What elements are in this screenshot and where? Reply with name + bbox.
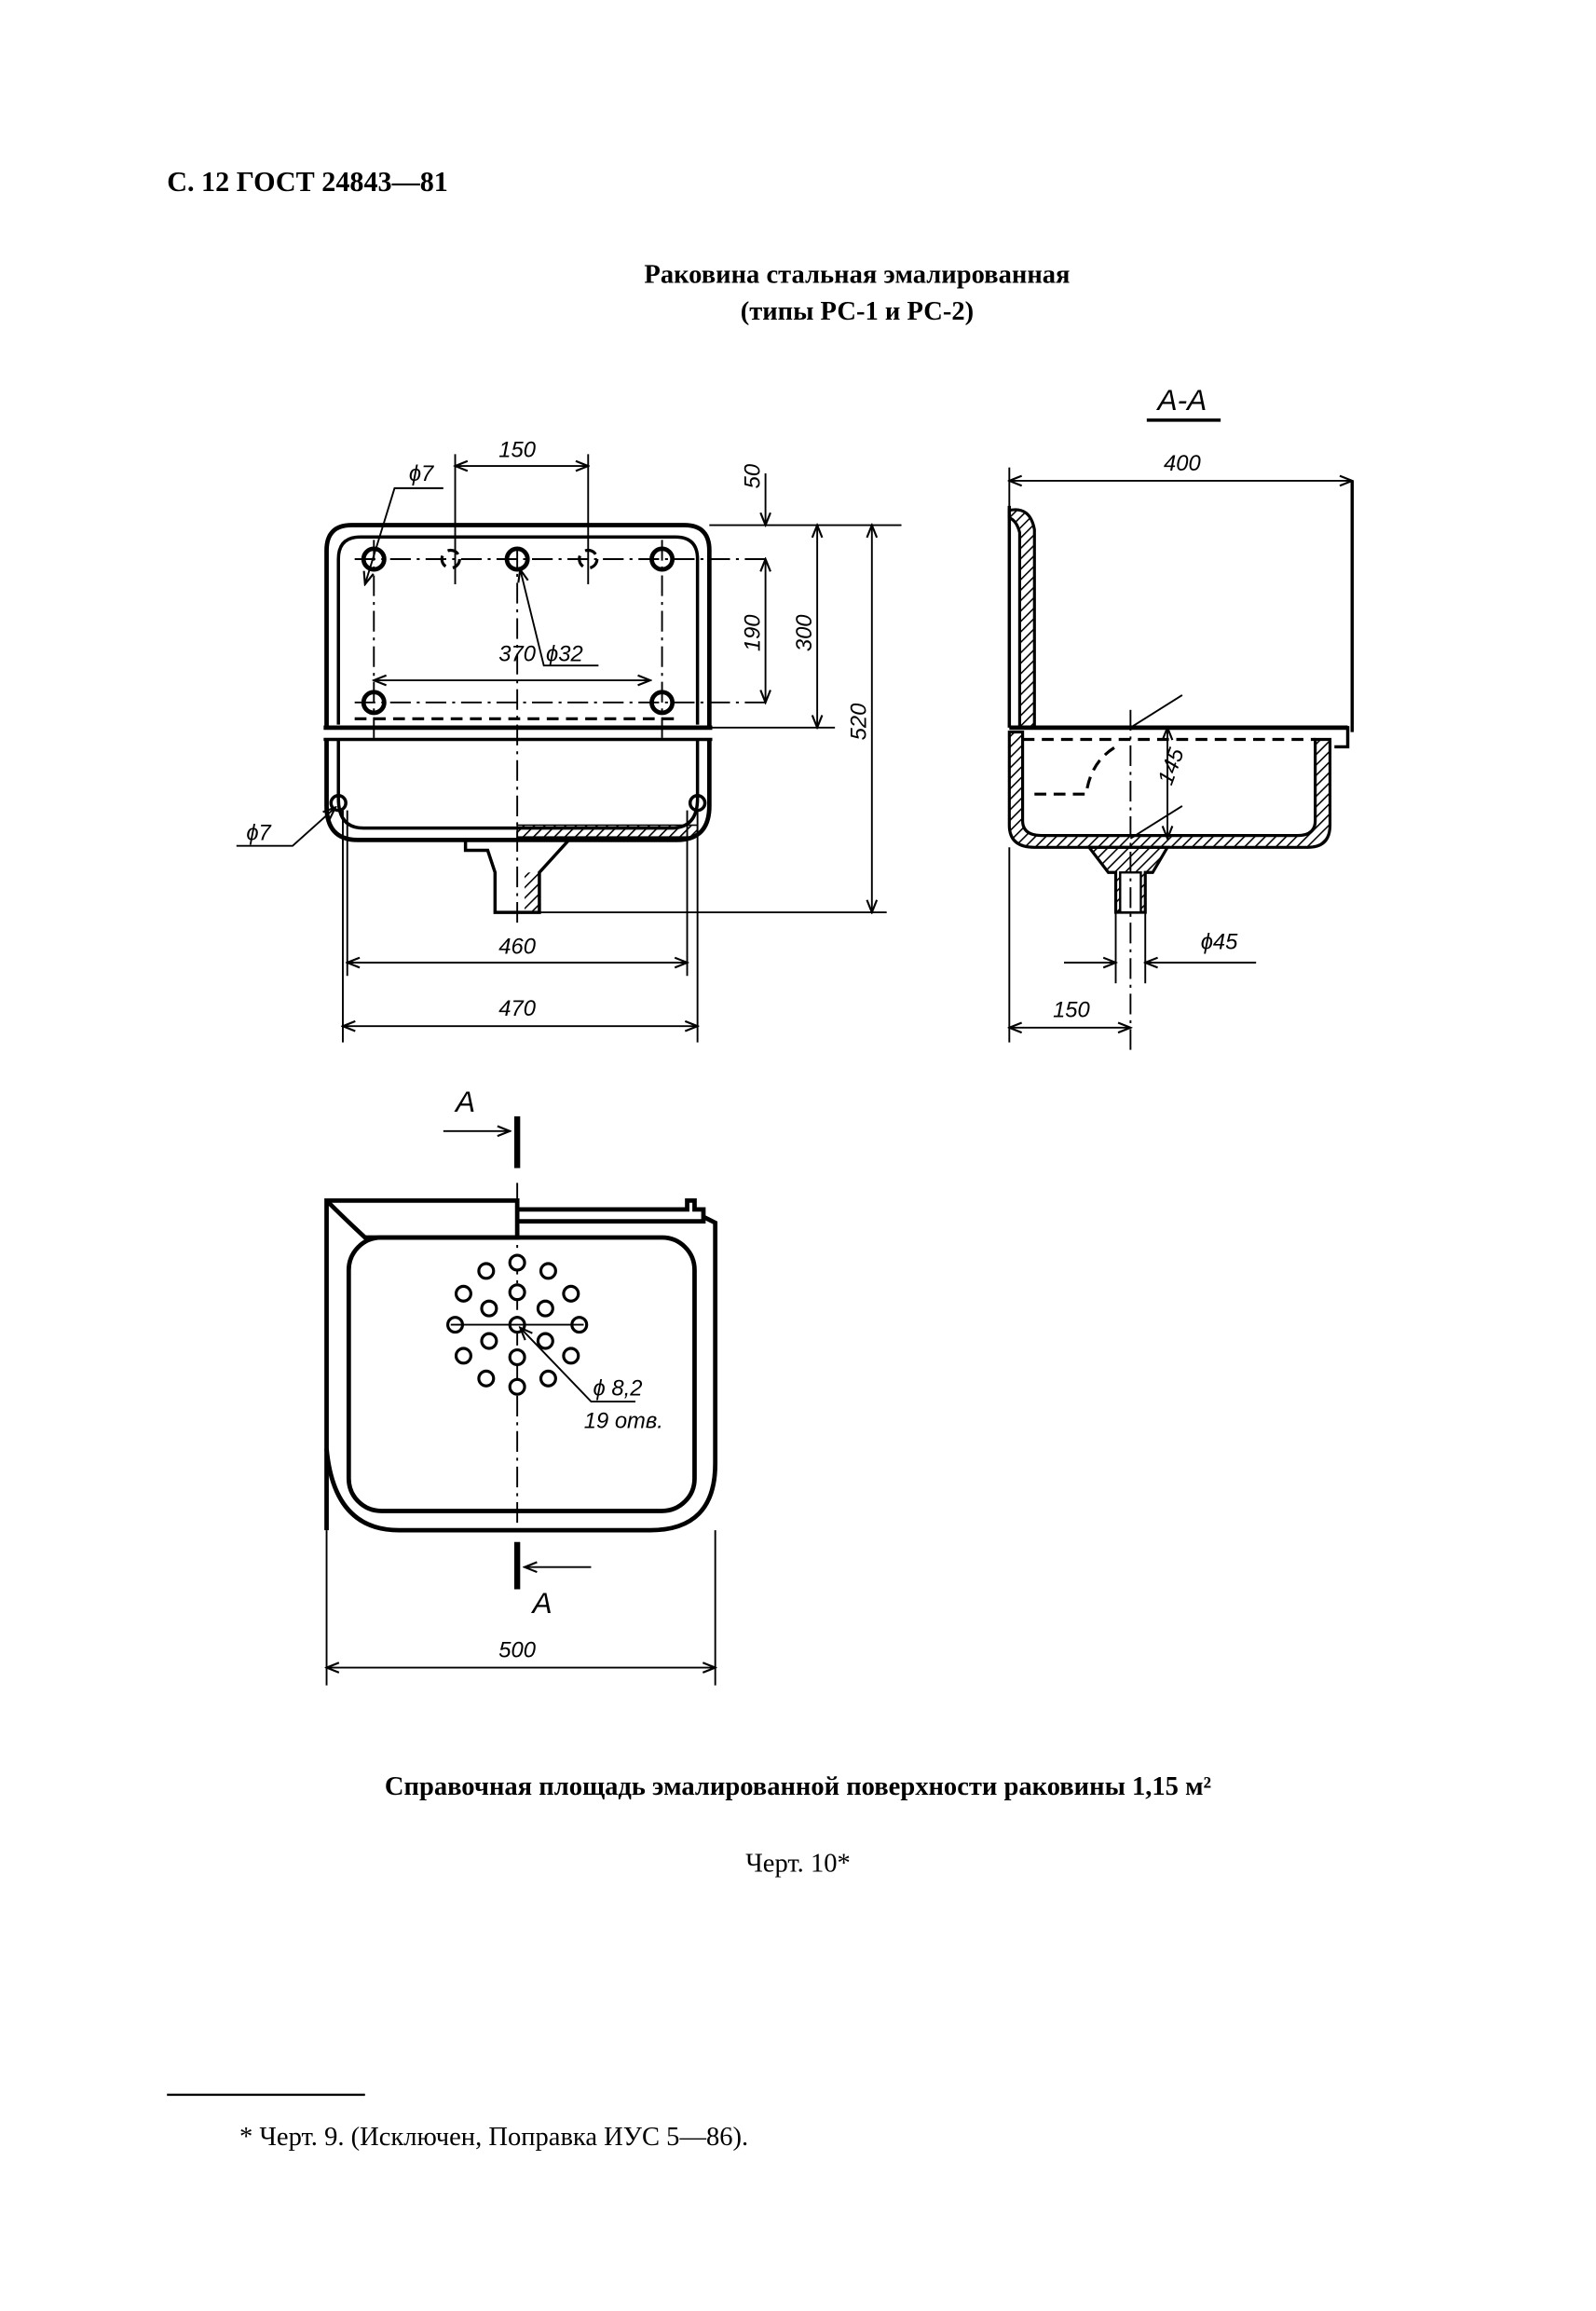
holes-diameter: ϕ 8,2 <box>593 1376 643 1402</box>
dim-top-offset: 50 <box>740 463 765 488</box>
drain-hole <box>536 1299 554 1318</box>
drain-hole <box>454 1347 472 1365</box>
dim-drain-offset: 150 <box>1053 998 1090 1023</box>
dim-panel-height: 300 <box>792 614 817 651</box>
basin-outline <box>324 739 712 842</box>
area-caption: Справочная площадь эмалированной поверхн… <box>385 1772 1211 1801</box>
drain-hole <box>536 1332 554 1350</box>
dim-drain-diameter: ϕ45 <box>1201 930 1238 955</box>
front-view: 150 ϕ7 ϕ32 370 50 190 300 520 460 470 ϕ7 <box>236 438 902 1043</box>
drain-hole <box>454 1284 472 1303</box>
dim-hole-spacing: 150 <box>498 438 536 463</box>
dim-side-hole: ϕ7 <box>246 820 271 845</box>
dim-large-hole: ϕ32 <box>546 641 583 666</box>
dim-depth: 400 <box>1164 451 1201 476</box>
dim-overall-height: 520 <box>846 703 871 740</box>
figure-number: Черт. 10* <box>745 1849 851 1878</box>
back-panel-outline <box>324 523 712 728</box>
bowl-outline <box>346 1235 697 1513</box>
back-panel-section <box>1007 508 1036 730</box>
dim-bowl-depth: 145 <box>1153 745 1190 788</box>
drain-hole <box>480 1299 498 1318</box>
footnote: * Черт. 9. (Исключен, Поправка ИУС 5—86)… <box>239 2123 748 2152</box>
dim-vertical-holes: 190 <box>740 614 765 651</box>
drain-hole <box>477 1369 496 1388</box>
section-label: А-А <box>1155 383 1207 417</box>
figure-subtitle: (типы РС-1 и РС-2) <box>741 297 974 326</box>
drain-hole <box>508 1377 526 1396</box>
drain-hole <box>539 1262 557 1280</box>
holes-count: 19 отв. <box>584 1409 663 1434</box>
drain-hole <box>508 1347 526 1367</box>
section-mark-bottom: А <box>531 1586 552 1620</box>
drain-hole <box>508 1253 526 1272</box>
plan-view: А А ϕ 8,2 19 отв. 500 <box>324 1085 718 1686</box>
dim-inner-width: 460 <box>498 934 536 959</box>
section-view: А-А 400 145 ϕ45 150 <box>1009 383 1352 1053</box>
page-header: С. 12 ГОСТ 24843—81 <box>167 166 448 198</box>
dim-outer-width: 470 <box>498 996 536 1021</box>
figure-title: Раковина стальная эмалированная <box>644 260 1070 289</box>
drain-hole <box>562 1284 580 1303</box>
dim-small-hole: ϕ7 <box>409 461 434 486</box>
dim-width: 500 <box>498 1637 536 1662</box>
drain-hole <box>562 1347 580 1365</box>
drain-hole <box>477 1262 496 1280</box>
drain-hole <box>539 1369 557 1388</box>
dim-bottom-holes: 370 <box>498 641 536 666</box>
section-mark-top: А <box>454 1085 475 1118</box>
drain-hole <box>508 1283 526 1302</box>
drain-hole <box>480 1332 498 1350</box>
